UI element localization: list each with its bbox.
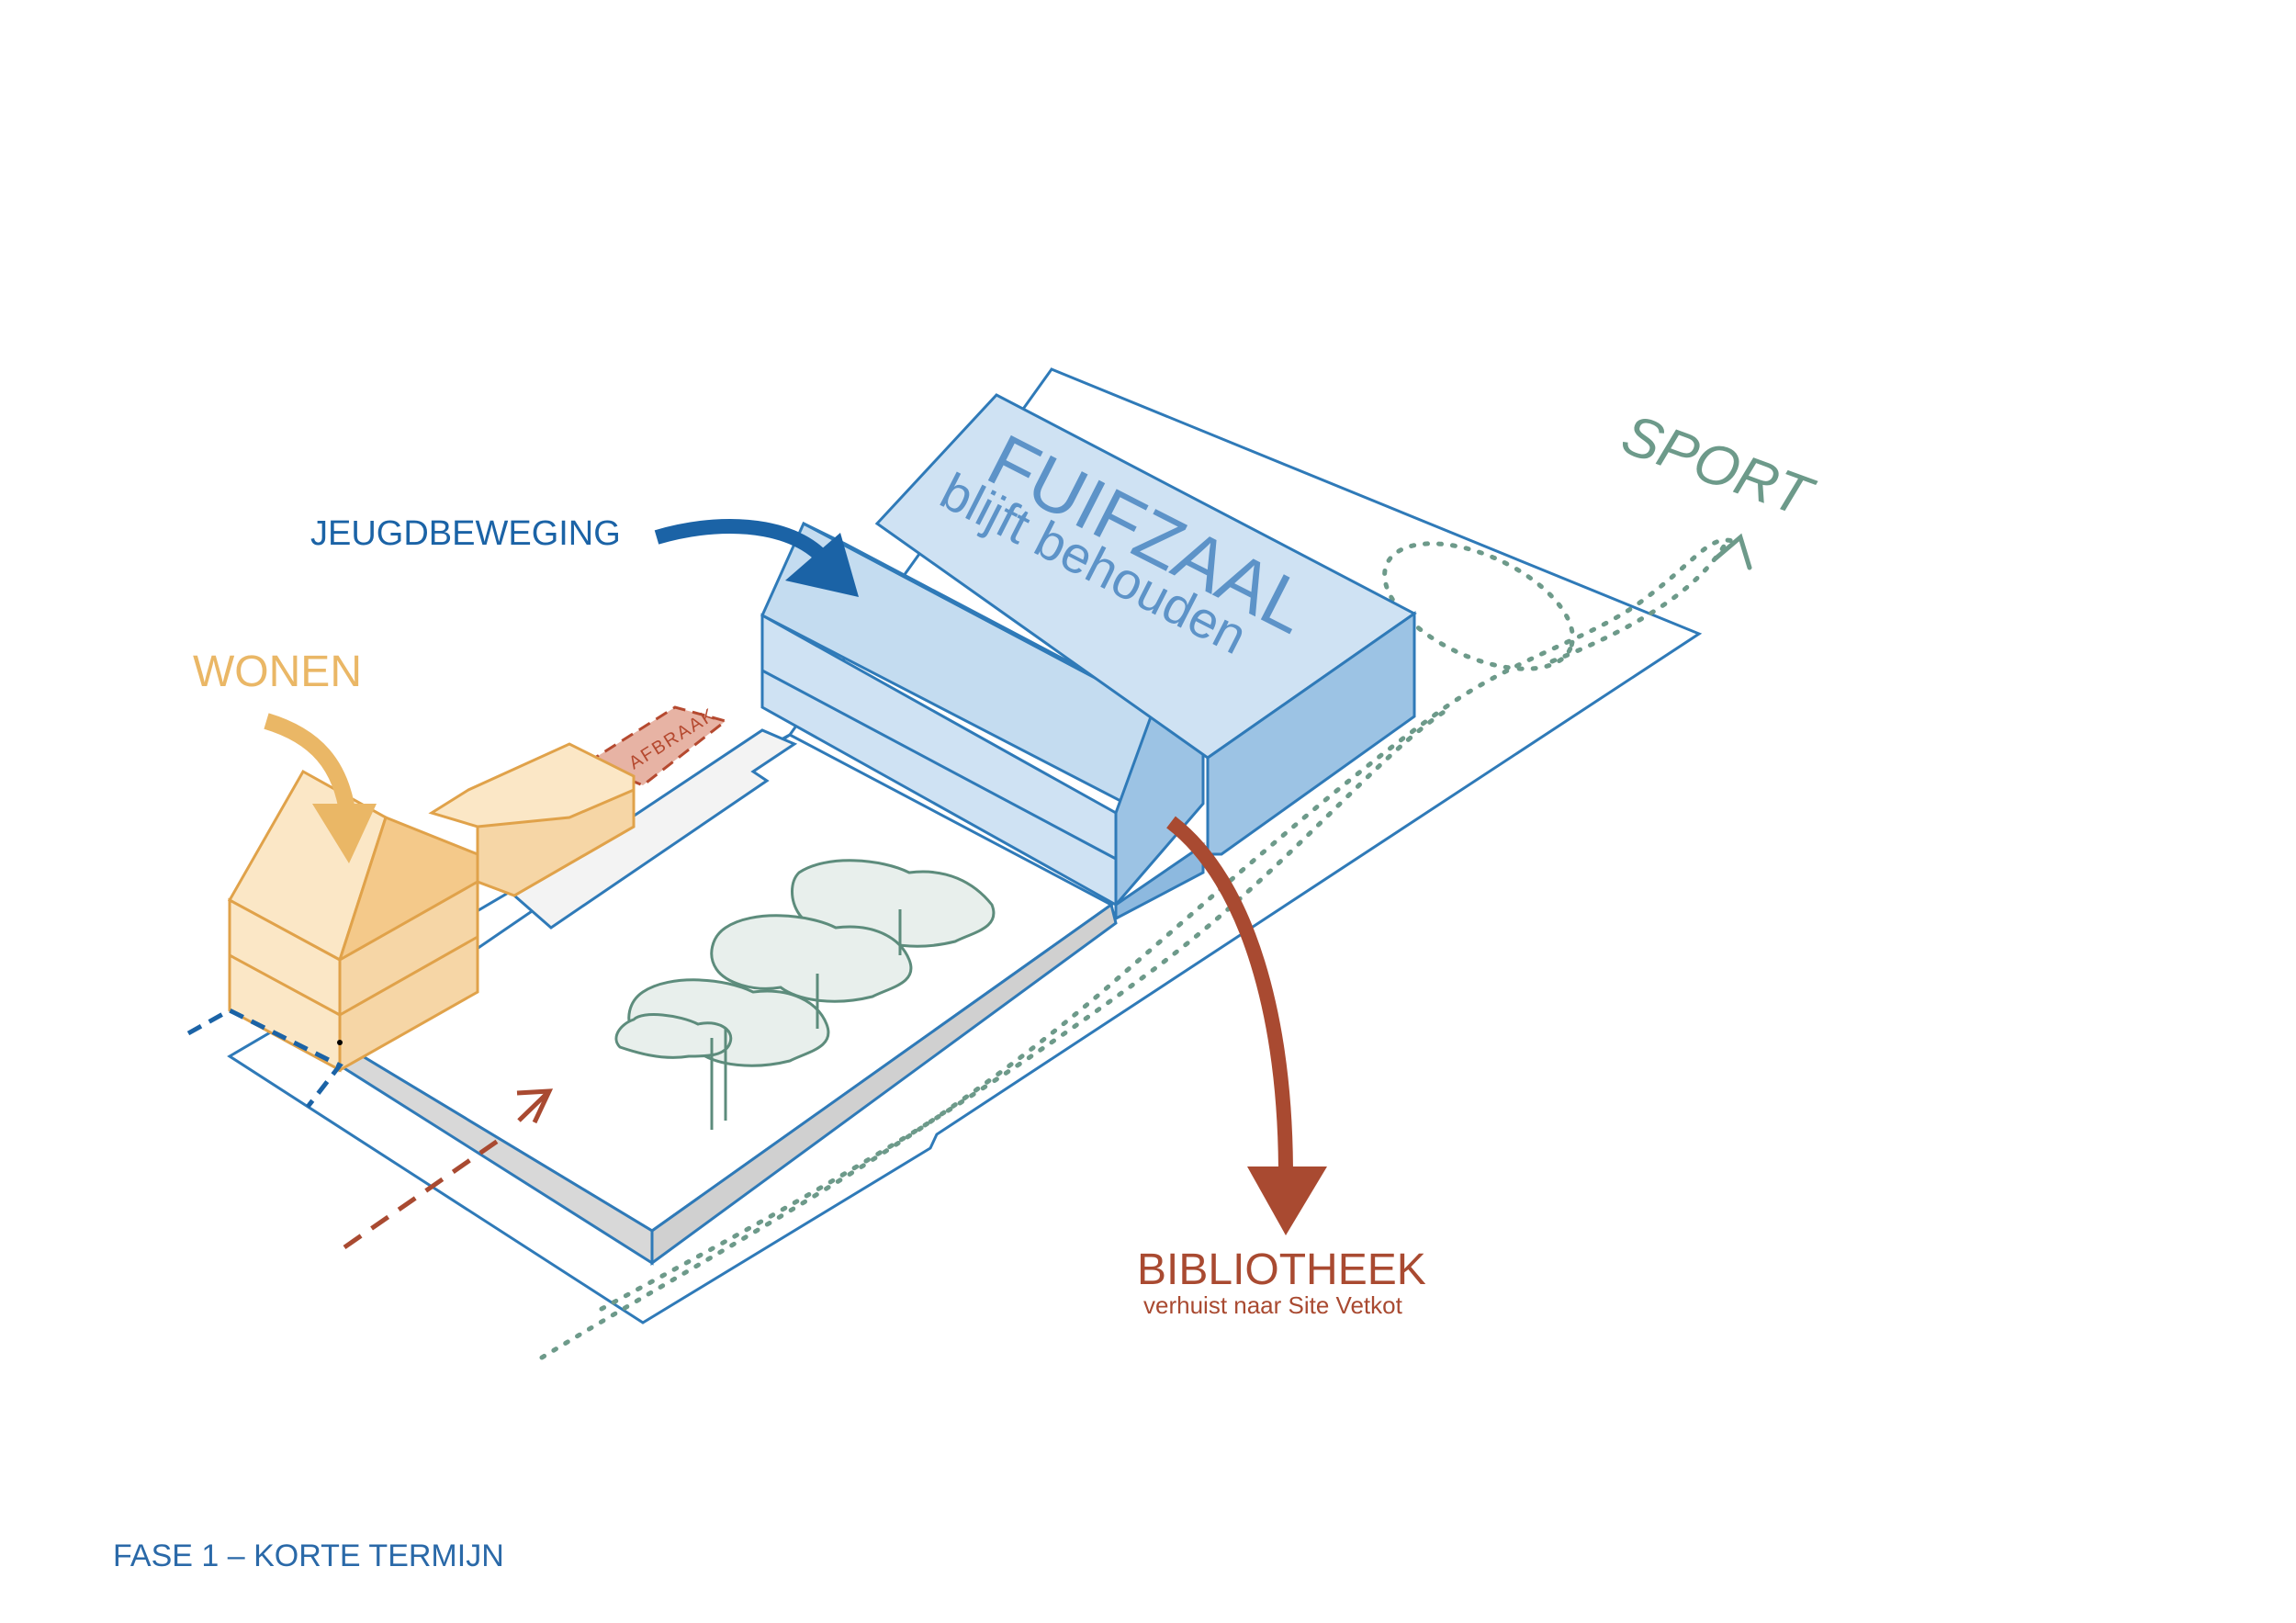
entry-dashed	[343, 1136, 502, 1250]
trees	[614, 859, 996, 1067]
jeugd-end-wall	[1114, 842, 1205, 921]
bibliotheek-sublabel: verhuist naar Site Vetkot	[1143, 1291, 1403, 1319]
jeugd-building	[760, 521, 1205, 921]
jeugdbeweging-label: JEUGDBEWEGING	[310, 514, 621, 553]
sport-arrow-head	[1713, 533, 1752, 570]
sport-path-2	[599, 704, 1454, 1312]
sport-label: SPORT	[1614, 402, 1822, 530]
jeugd-floor-line	[761, 669, 1117, 861]
entrance-dashed	[186, 1008, 343, 1109]
sport-loop	[1382, 541, 1575, 671]
sport-path	[539, 537, 1739, 1360]
biblio-arrow	[1166, 816, 1293, 1177]
courtyard-wall-right	[650, 902, 1118, 1266]
entry-arrow-stem	[517, 1091, 549, 1122]
biblio-arrow-head	[1247, 1167, 1327, 1235]
corner-dot-1	[337, 1040, 343, 1045]
fuifzaal-front	[1206, 611, 1416, 856]
walkway	[512, 728, 798, 930]
wonen-floor-line-2	[339, 935, 478, 1017]
bibliotheek-label: BIBLIOTHEEK	[1137, 1245, 1426, 1294]
fuifzaal-building	[874, 393, 1417, 856]
phase-caption: FASE 1 – KORTE TERMIJN	[113, 1538, 504, 1573]
jeugd-arrow-head	[785, 533, 859, 597]
wonen-floor-line-1	[229, 953, 341, 1017]
wonen-building	[227, 742, 636, 1073]
tree-trunks	[710, 909, 902, 1130]
tree-2-crown	[710, 914, 913, 1003]
wonen-mid-side	[476, 787, 636, 897]
entry-arrow-head	[516, 1088, 554, 1124]
afbraak-block	[584, 705, 729, 787]
jeugd-gable	[1114, 709, 1205, 909]
tree-4-crown	[614, 1013, 733, 1059]
wonen-arrow-head	[312, 804, 377, 863]
wonen-label: WONEN	[193, 648, 362, 696]
